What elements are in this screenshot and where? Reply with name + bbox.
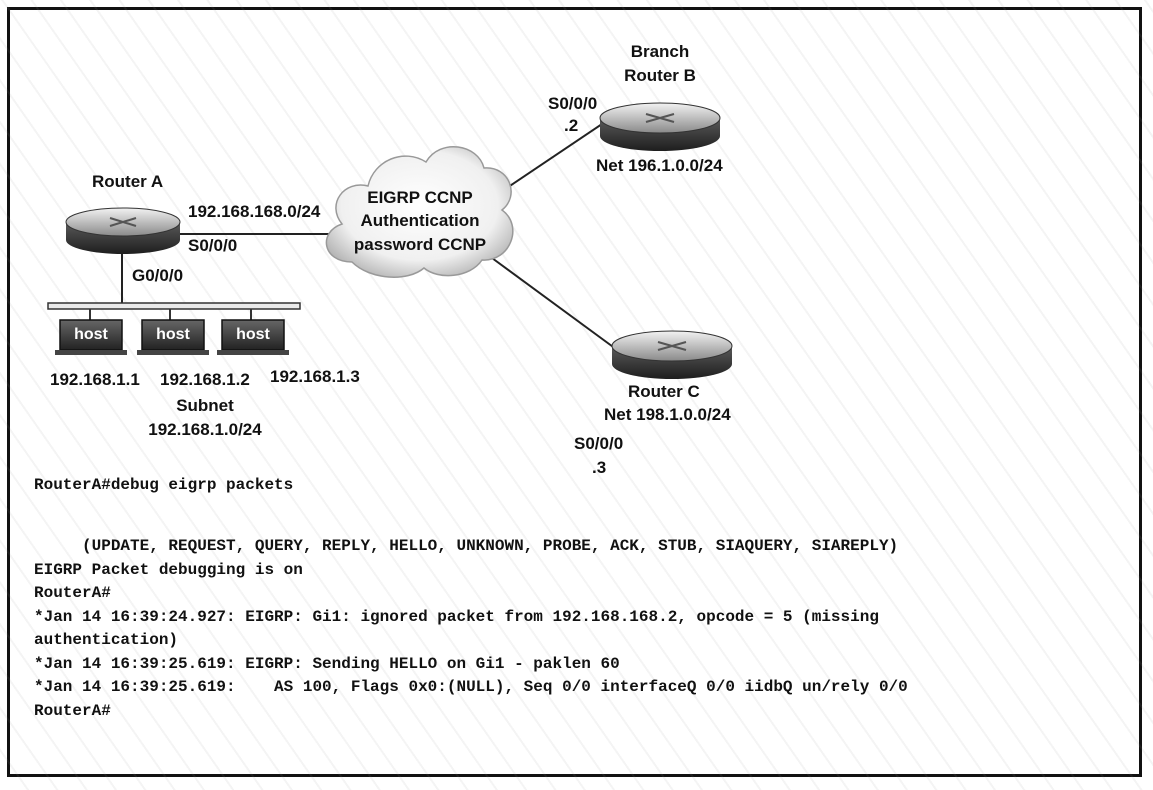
router-a-gig-label: G0/0/0 <box>132 266 184 285</box>
router-b-label-line1: Branch <box>630 42 690 61</box>
link-cloud-c <box>491 257 621 353</box>
subnet-label-line2: 192.168.1.0/24 <box>148 420 262 439</box>
lan-bus <box>47 302 301 320</box>
router-a-label: Router A <box>92 172 164 191</box>
router-c-ip-label: .3 <box>592 458 607 477</box>
subnet-label-line1: Subnet <box>176 396 234 415</box>
cli-line: (UPDATE, REQUEST, QUERY, REPLY, HELLO, U… <box>34 537 899 555</box>
cloud-label-line1: EIGRP CCNP <box>367 188 473 207</box>
host-icon <box>55 319 127 355</box>
router-b-ip-label: .2 <box>564 116 579 135</box>
router-c-label: Router C <box>628 382 700 401</box>
router-a-network-label: 192.168.168.0/24 <box>188 202 321 221</box>
cli-line: authentication) <box>34 631 179 649</box>
host-ip-label: 192.168.1.2 <box>160 370 250 389</box>
router-c-serial-label: S0/0/0 <box>574 434 624 453</box>
router-a-serial-label: S0/0/0 <box>188 236 238 255</box>
host-label: host <box>74 326 108 343</box>
diagram-frame <box>7 7 1142 777</box>
cli-line: RouterA# <box>34 701 111 720</box>
router-c-network-label: Net 198.1.0.0/24 <box>604 405 731 424</box>
router-b-label-line2: Router B <box>624 66 696 85</box>
host-icon <box>217 319 289 355</box>
host-ip-label: 192.168.1.1 <box>50 370 140 389</box>
cli-line: *Jan 14 16:39:25.619: AS 100, Flags 0x0:… <box>34 678 908 696</box>
host-icon <box>137 319 209 355</box>
router-c-icon <box>611 330 733 379</box>
cli-line: RouterA# <box>34 584 111 602</box>
router-b-icon <box>599 102 721 151</box>
host-ip-label: 192.168.1.3 <box>270 367 360 386</box>
cli-line <box>34 498 1124 522</box>
cli-line: *Jan 14 16:39:25.619: EIGRP: Sending HEL… <box>34 654 620 673</box>
router-b-serial-label: S0/0/0 <box>548 94 598 113</box>
cli-line: RouterA#debug eigrp packets <box>34 476 294 494</box>
router-b-network-label: Net 196.1.0.0/24 <box>596 156 723 175</box>
cli-line: *Jan 14 16:39:24.927: EIGRP: Gi1: ignore… <box>34 607 879 626</box>
host-label: host <box>156 326 190 343</box>
cloud-label-line2: Authentication <box>360 211 480 230</box>
host-label: host <box>236 326 270 343</box>
cli-output: RouterA#debug eigrp packets (UPDATE, REQ… <box>34 474 1124 723</box>
router-a-icon <box>65 207 181 254</box>
cloud-label-line3: password CCNP <box>353 235 487 254</box>
cli-line: EIGRP Packet debugging is on <box>34 560 303 579</box>
eigrp-cloud-icon <box>325 146 514 278</box>
